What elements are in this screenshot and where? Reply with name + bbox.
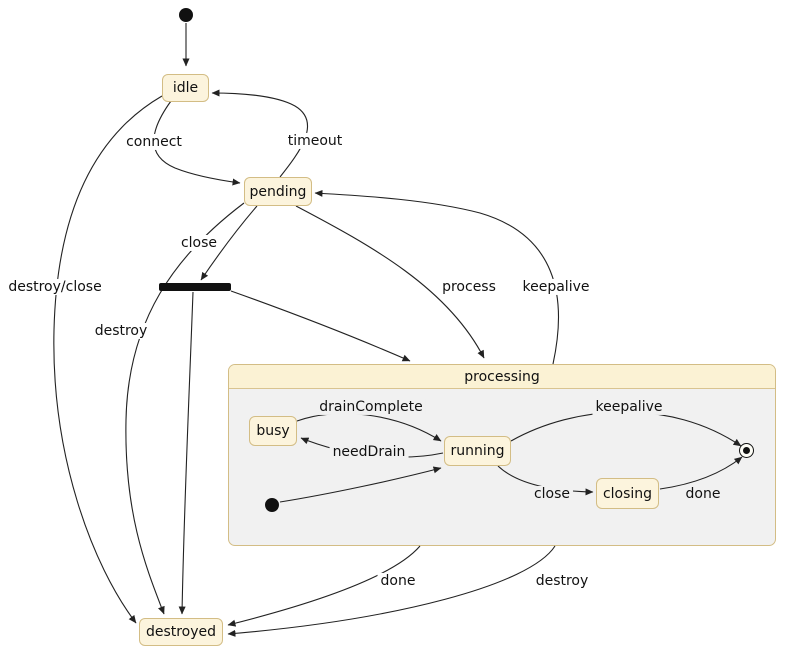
edge-label-keepalive: keepalive (519, 278, 593, 296)
edge-label-keepalive-inner: keepalive (592, 398, 666, 416)
state-idle: idle (162, 74, 209, 102)
state-running: running (444, 436, 511, 466)
inner-initial-state-dot (265, 498, 279, 512)
edge-label-connect: connect (123, 133, 185, 151)
state-busy: busy (249, 416, 297, 446)
fork-bar (159, 283, 231, 291)
state-closing: closing (596, 478, 659, 509)
composite-state-title: processing (229, 365, 775, 389)
initial-state-dot (179, 8, 193, 22)
edge-fork-to-processing (230, 290, 411, 362)
edge-label-done-inner: done (682, 485, 724, 503)
inner-final-state (739, 443, 754, 458)
edge-label-draincomplete: drainComplete (316, 398, 426, 416)
state-pending: pending (244, 177, 312, 206)
edge-label-timeout: timeout (284, 132, 346, 150)
edge-pending-to-destroyed-destroy (125, 202, 245, 615)
edge-fork-to-destroyed (178, 291, 194, 615)
edge-label-destroy-pending: destroy (91, 322, 151, 340)
edge-processing-to-destroyed-destroy (227, 545, 556, 637)
edge-label-process: process (439, 278, 499, 296)
edge-idle-to-destroyed-destroy-close (53, 95, 163, 624)
state-destroyed: destroyed (139, 618, 223, 646)
edge-label-close-inner: close (530, 485, 574, 503)
edge-label-done: done (377, 572, 419, 590)
edge-label-needdrain: needDrain (329, 443, 409, 461)
edge-label-close: close (177, 234, 221, 252)
edge-label-destroy-processing: destroy (532, 572, 592, 590)
edge-label-destroy-close: destroy/close (5, 278, 105, 296)
